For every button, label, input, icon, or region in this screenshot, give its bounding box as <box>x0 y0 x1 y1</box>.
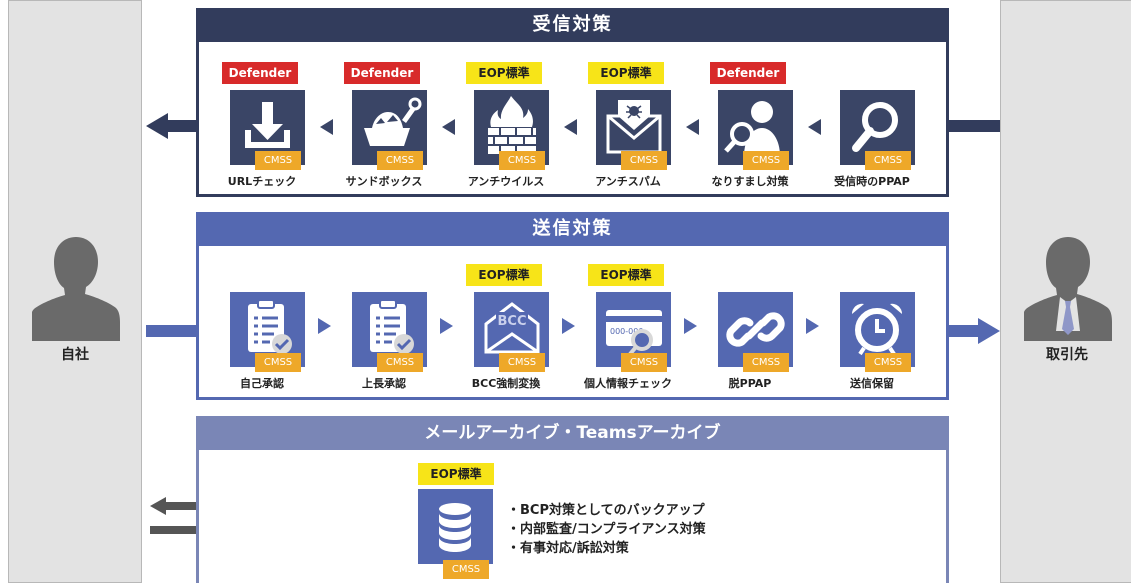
item-label: 脱PPAP <box>728 377 772 390</box>
archive-bullet: ・BCP対策としてのバックアップ <box>507 503 705 518</box>
firewall-icon <box>474 90 549 165</box>
eop-badge: EOP標準 <box>466 264 542 286</box>
businessman-icon <box>1024 237 1112 341</box>
database-icon <box>418 489 493 564</box>
send-item-bcc-convert: EOP標準 BCC CMSS BCC強制変換 <box>456 264 556 394</box>
receive-item-impersonation: Defender CMSS なりすまし対策 <box>700 62 800 192</box>
item-label: アンチウイルス <box>467 175 545 188</box>
cmss-tag: CMSS <box>743 151 789 170</box>
archive-bullet: ・有事対応/訴訟対策 <box>507 541 629 556</box>
cmss-tag: CMSS <box>621 353 667 372</box>
item-label: なりすまし対策 <box>711 175 789 188</box>
archive-purpose-list: ・BCP対策としてのバックアップ ・内部監査/コンプライアンス対策 ・有事対応/… <box>507 501 706 558</box>
flow-arrow-left <box>442 119 455 135</box>
partner-label: 取引先 <box>1046 347 1088 363</box>
receive-item-antivirus: EOP標準 CMSS アンチウイルス <box>456 62 556 192</box>
item-label: BCC強制変換 <box>471 377 541 390</box>
item-label: アンチスパム <box>595 175 661 188</box>
send-item-personal-info-check: EOP標準 000-000 CMSS 個人情報チェック <box>578 264 678 394</box>
item-label: 上長承認 <box>362 377 406 390</box>
send-out-arrow <box>926 318 1000 344</box>
item-label: サンドボックス <box>345 175 423 188</box>
send-item-self-approval: CMSS 自己承認 <box>212 264 312 394</box>
cmss-tag: CMSS <box>621 151 667 170</box>
item-label: URLチェック <box>227 175 297 188</box>
archive-bullet: ・内部監査/コンプライアンス対策 <box>507 522 706 537</box>
flow-arrow-right <box>684 318 697 334</box>
partner-panel: 取引先 <box>1000 0 1131 583</box>
flow-arrow-left <box>686 119 699 135</box>
send-item-no-ppap: CMSS 脱PPAP <box>700 264 800 394</box>
defender-badge: Defender <box>710 62 786 84</box>
eop-badge: EOP標準 <box>588 62 664 84</box>
own-company-panel: 自社 <box>8 0 142 583</box>
cmss-tag: CMSS <box>377 353 423 372</box>
defender-badge: Defender <box>344 62 420 84</box>
flow-arrow-right <box>318 318 331 334</box>
cmss-tag: CMSS <box>743 353 789 372</box>
defender-badge: Defender <box>222 62 298 84</box>
receive-out-arrow <box>146 113 220 139</box>
person-icon <box>32 237 120 341</box>
receive-item-antispam: EOP標準 CMSS アンチスパム <box>578 62 678 192</box>
item-label: 送信保留 <box>850 377 894 390</box>
flow-arrow-right <box>440 318 453 334</box>
flow-arrow-right <box>562 318 575 334</box>
receive-item-ppap: CMSS 受信時のPPAP <box>822 62 922 192</box>
archive-title: メールアーカイブ・Teamsアーカイブ <box>196 416 949 450</box>
item-label: 個人情報チェック <box>584 377 672 390</box>
cmss-tag: CMSS <box>865 151 911 170</box>
receive-item-url-check: Defender CMSS URLチェック <box>212 62 312 192</box>
cmss-tag: CMSS <box>865 353 911 372</box>
cmss-tag: CMSS <box>377 151 423 170</box>
receive-item-sandbox: Defender CMSS サンドボックス <box>334 62 434 192</box>
cmss-tag: CMSS <box>255 353 301 372</box>
item-label: 自己承認 <box>240 377 284 390</box>
svg-text:BCC: BCC <box>498 314 527 329</box>
eop-badge: EOP標準 <box>418 463 494 485</box>
archive-section: メールアーカイブ・Teamsアーカイブ <box>196 416 949 583</box>
card-number-text: 000-000 <box>610 327 643 336</box>
cmss-tag: CMSS <box>499 151 545 170</box>
flow-arrow-left <box>808 119 821 135</box>
archive-exchange-arrows <box>150 497 230 539</box>
cmss-tag: CMSS <box>443 560 489 579</box>
flow-arrow-right <box>806 318 819 334</box>
send-title: 送信対策 <box>196 212 949 246</box>
flow-arrow-left <box>564 119 577 135</box>
own-company-label: 自社 <box>61 347 89 363</box>
item-label: 受信時のPPAP <box>834 175 910 188</box>
send-item-hold: CMSS 送信保留 <box>822 264 922 394</box>
receive-title: 受信対策 <box>196 8 949 42</box>
archive-body <box>196 450 949 583</box>
cmss-tag: CMSS <box>255 151 301 170</box>
flow-arrow-left <box>320 119 333 135</box>
eop-badge: EOP標準 <box>588 264 664 286</box>
eop-badge: EOP標準 <box>466 62 542 84</box>
send-item-manager-approval: CMSS 上長承認 <box>334 264 434 394</box>
cmss-tag: CMSS <box>499 353 545 372</box>
